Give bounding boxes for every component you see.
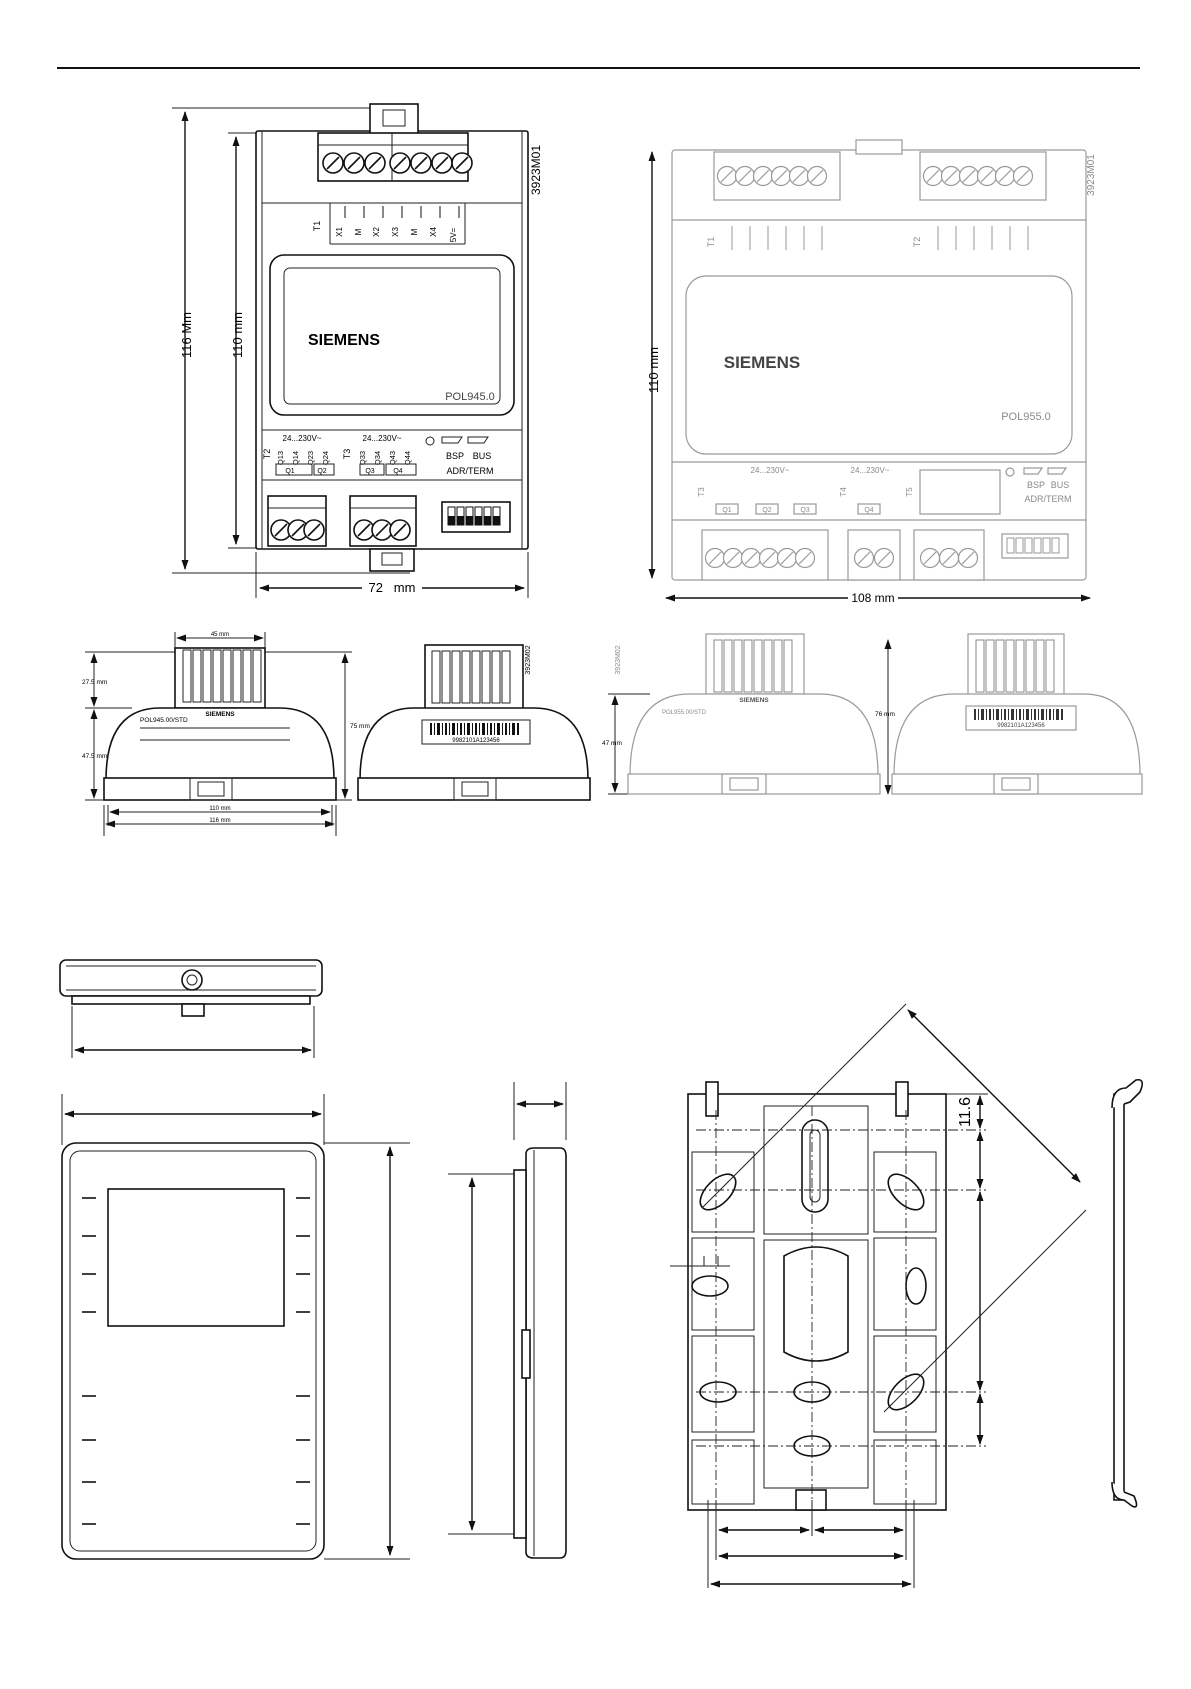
dim-110mm: 110 mm — [230, 312, 245, 358]
pol955-voltage-a: 24...230V~ — [751, 466, 790, 475]
pol955-drawing-number: 3923M01 — [1086, 154, 1097, 196]
barcode-right-text: 9982101A123456 — [997, 723, 1045, 729]
mounting-plate: 11.6 — [670, 1003, 1087, 1588]
hmi-top-view — [59, 959, 323, 1058]
adr-term-label: ADR/TERM — [447, 466, 494, 476]
pol955-bus: BUS — [1051, 480, 1070, 490]
svg-text:Q1: Q1 — [722, 507, 731, 514]
dim-110mm-pol955: 110 mm — [646, 347, 661, 393]
pol955-front-view: 110 mm 3923M01 T1 T2 SIEMENS POL955.0 T3 — [646, 139, 1097, 605]
dim-72mm: 72 mm — [369, 580, 416, 595]
svg-text:Q24: Q24 — [321, 451, 330, 465]
side-right-brand-label: SIEMENS — [739, 697, 769, 704]
svg-text:X3: X3 — [391, 227, 400, 237]
label-t2: T2 — [262, 449, 272, 460]
svg-text:Q4: Q4 — [393, 468, 402, 475]
relay-group-labels: Q1 Q2 Q3 Q4 — [285, 468, 402, 475]
side-views-left: 45 mm 3923M02 27.5 mm 47.5 mm 75 mm POL9… — [82, 632, 591, 836]
svg-text:Q2: Q2 — [317, 468, 326, 475]
pol955-relay-groups: Q1 Q2 Q3 Q4 — [722, 507, 873, 514]
dim-108mm: 108 mm — [851, 591, 894, 605]
mounting-plate-side — [1111, 1078, 1144, 1508]
label-t3: T3 — [342, 449, 352, 460]
barcode-left — [430, 723, 519, 735]
pol945-brand: SIEMENS — [308, 332, 380, 349]
io-labels: X1 M X2 X3 M X4 5V= — [335, 227, 458, 243]
svg-text:M: M — [354, 228, 363, 235]
relay-output-labels: Q13 Q14 Q23 Q24 Q33 Q34 Q43 Q44 — [276, 451, 412, 465]
dim-110mm-base: 110 mm — [209, 806, 230, 812]
pol955-label-t3: T3 — [697, 487, 706, 497]
label-t1: T1 — [312, 221, 322, 232]
pol955-model: POL955.0 — [1001, 411, 1051, 423]
barcode-right — [974, 709, 1063, 720]
barcode-left-text: 9982101A123456 — [452, 738, 500, 744]
side-left-model-label: POL945.00/STD — [140, 717, 188, 724]
svg-text:5V=: 5V= — [449, 227, 458, 242]
svg-text:X2: X2 — [372, 227, 381, 237]
pol955-voltage-b: 24...230V~ — [851, 466, 890, 475]
hmi-side-view — [448, 1082, 567, 1559]
bsp-label: BSP — [446, 451, 464, 461]
relay-voltage-right: 24...230V~ — [363, 434, 402, 443]
pol955-label-t2: T2 — [912, 237, 922, 248]
pol955-bsp: BSP — [1027, 480, 1045, 490]
dim-76mm: 76 mm — [875, 711, 895, 718]
svg-text:X1: X1 — [335, 227, 344, 237]
svg-text:Q34: Q34 — [373, 451, 382, 465]
svg-text:Q44: Q44 — [403, 451, 412, 465]
svg-text:Q4: Q4 — [864, 507, 873, 514]
dim-116mm: 116 Mm — [179, 312, 194, 358]
relay-voltage-left: 24...230V~ — [283, 434, 322, 443]
svg-text:M: M — [410, 228, 419, 235]
svg-text:Q13: Q13 — [276, 451, 285, 465]
pol955-label-t5: T5 — [905, 487, 914, 497]
side-right-drawing-number: 3923M02 — [615, 645, 622, 674]
svg-text:Q2: Q2 — [762, 507, 771, 514]
svg-text:Q14: Q14 — [291, 451, 300, 465]
svg-text:X4: X4 — [429, 227, 438, 237]
side-left-brand-label: SIEMENS — [205, 711, 235, 718]
dim-116mm-base: 116 mm — [209, 818, 230, 824]
pol945-front-view: 116 Mm 110 mm 3923M01 T1 X1 M X2 X3 M X4… — [172, 103, 543, 598]
dim-47-5mm: 47.5 mm — [82, 753, 107, 760]
pol945-model: POL945.0 — [445, 391, 495, 403]
dim-45mm: 45 mm — [211, 632, 229, 638]
bus-label: BUS — [473, 451, 492, 461]
svg-text:Q43: Q43 — [388, 451, 397, 465]
dim-11-6: 11.6 — [957, 1097, 974, 1127]
pol955-brand: SIEMENS — [724, 353, 801, 372]
dim-47mm: 47 mm — [602, 740, 622, 747]
dim-75mm: 75 mm — [350, 723, 370, 730]
side-right-model-label: POL955.00/STD — [662, 710, 707, 716]
side-views-right: 3923M02 47 mm 76 mm SIEMENS POL955.00/ST… — [602, 633, 1143, 795]
dim-27-5mm: 27.5 mm — [82, 679, 107, 686]
pol955-label-t1: T1 — [706, 237, 716, 248]
pol945-drawing-number: 3923M01 — [529, 145, 543, 195]
svg-text:Q3: Q3 — [800, 507, 809, 514]
svg-text:Q1: Q1 — [285, 468, 294, 475]
pol955-adr-term: ADR/TERM — [1025, 494, 1072, 504]
hmi-front-view — [61, 1094, 410, 1560]
pol955-label-t4: T4 — [839, 487, 848, 497]
svg-text:Q33: Q33 — [358, 451, 367, 465]
side-left-drawing-number: 3923M02 — [525, 645, 532, 674]
svg-text:Q23: Q23 — [306, 451, 315, 465]
svg-text:Q3: Q3 — [365, 468, 374, 475]
